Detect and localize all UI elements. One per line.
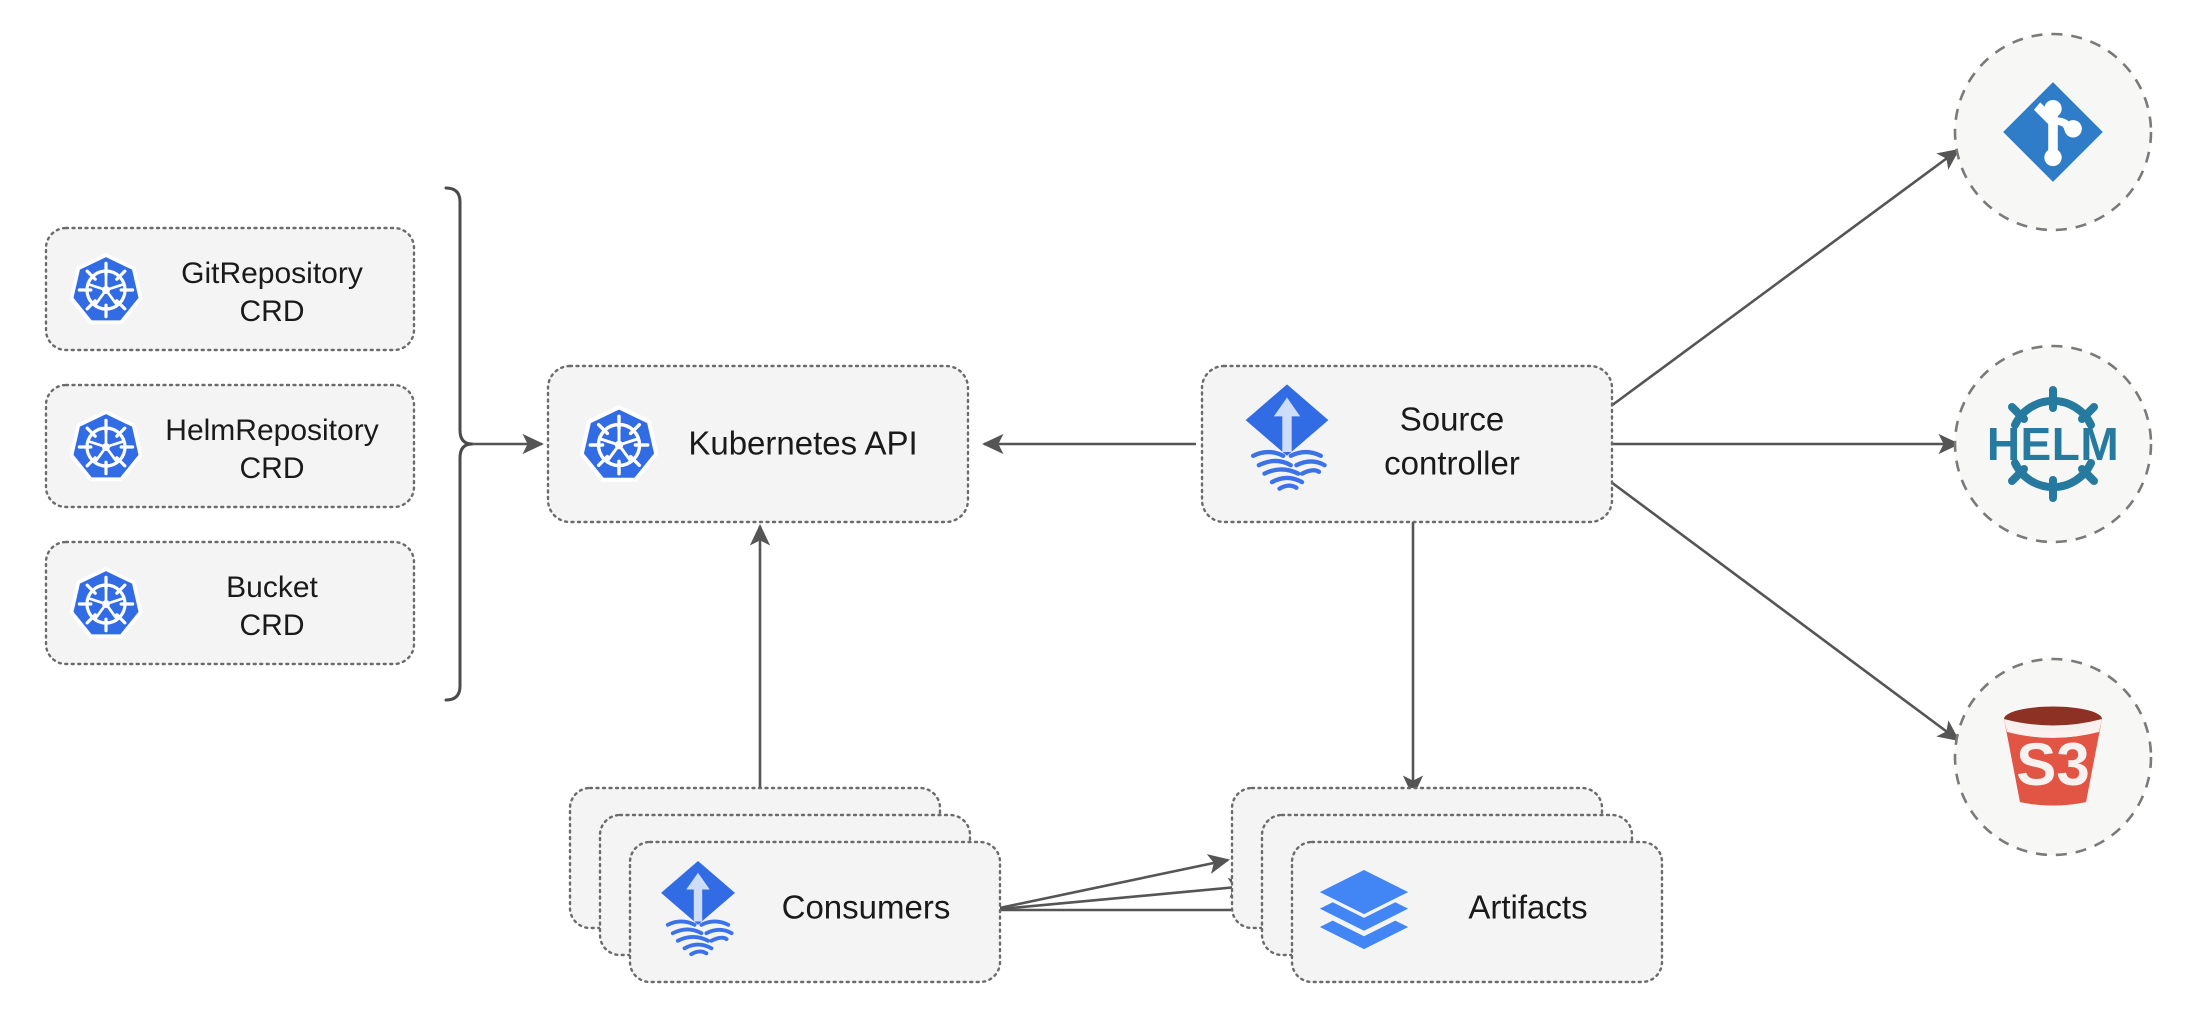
node-source-controller[interactable]: Source controller	[1200, 364, 1614, 524]
node-consumers[interactable]: Consumers	[568, 786, 1002, 984]
source-controller-label-line1: Source	[1400, 401, 1505, 438]
kubernetes-icon	[69, 567, 143, 639]
node-artifacts[interactable]: Artifacts	[1230, 786, 1664, 984]
target-helm[interactable]: HELM	[1953, 344, 2153, 544]
artifacts-stack-card-front	[1290, 840, 1664, 984]
crd-label-line2: CRD	[240, 452, 305, 485]
kubernetes-icon	[69, 253, 143, 325]
target-git[interactable]	[1953, 32, 2153, 232]
crd-box-bucket[interactable]: Bucket CRD	[44, 540, 416, 666]
kubernetes-icon	[582, 407, 657, 480]
helm-wordmark: HELM	[1987, 418, 2119, 470]
s3-wordmark: S3	[2016, 731, 2089, 798]
crd-label-line1: Bucket	[226, 571, 318, 604]
helm-circle	[1953, 344, 2153, 544]
edge-source-controller-to-s3	[1610, 480, 1960, 742]
target-s3[interactable]: S3	[1953, 657, 2153, 857]
source-controller-label-line2: controller	[1384, 445, 1520, 482]
crd-label-line1: HelmRepository	[165, 414, 378, 447]
crd-group: GitRepository CRD HelmRepository CRD Buc…	[44, 186, 474, 702]
crd-label-line1: GitRepository	[181, 257, 363, 290]
crd-label-line2: CRD	[240, 295, 305, 328]
crd-box-helmrepository[interactable]: HelmRepository CRD	[44, 383, 416, 509]
crd-group-bracket	[444, 186, 474, 702]
consumers-stack-card-front	[628, 840, 1002, 984]
edge-consumers-to-artifacts-1	[989, 854, 1230, 912]
kubernetes-api-label: Kubernetes API	[688, 425, 917, 462]
crd-box-gitrepository[interactable]: GitRepository CRD	[44, 226, 416, 352]
node-kubernetes-api[interactable]: Kubernetes API	[546, 364, 970, 524]
consumers-label: Consumers	[782, 889, 951, 926]
kubernetes-icon	[69, 410, 143, 482]
crd-label-line2: CRD	[240, 609, 305, 642]
edge-source-controller-to-git	[1610, 148, 1960, 408]
edge-consumers-to-artifacts-2	[989, 877, 1250, 912]
artifacts-label: Artifacts	[1468, 889, 1587, 926]
